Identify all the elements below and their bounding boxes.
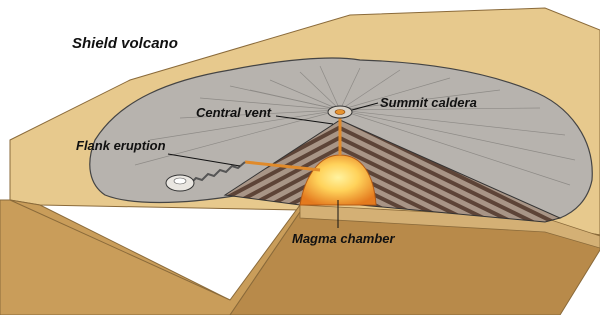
flank-dike — [244, 160, 321, 172]
diagram-title: Shield volcano — [72, 35, 178, 52]
label-magma-chamber: Magma chamber — [292, 231, 395, 246]
magma-chamber — [299, 154, 377, 206]
label-flank-eruption: Flank eruption — [76, 138, 166, 153]
label-central-vent: Central vent — [196, 105, 272, 120]
leader-summit-caldera — [351, 102, 379, 111]
flank-lava-flow — [189, 161, 246, 185]
caldera-lava — [334, 109, 346, 115]
surface-texture — [134, 65, 576, 186]
label-summit-caldera: Summit caldera — [380, 95, 477, 110]
leader-flank-eruption — [167, 153, 241, 167]
flank-vent-opening — [173, 177, 187, 185]
leader-central-vent — [275, 115, 334, 125]
leader-lines — [167, 102, 379, 228]
